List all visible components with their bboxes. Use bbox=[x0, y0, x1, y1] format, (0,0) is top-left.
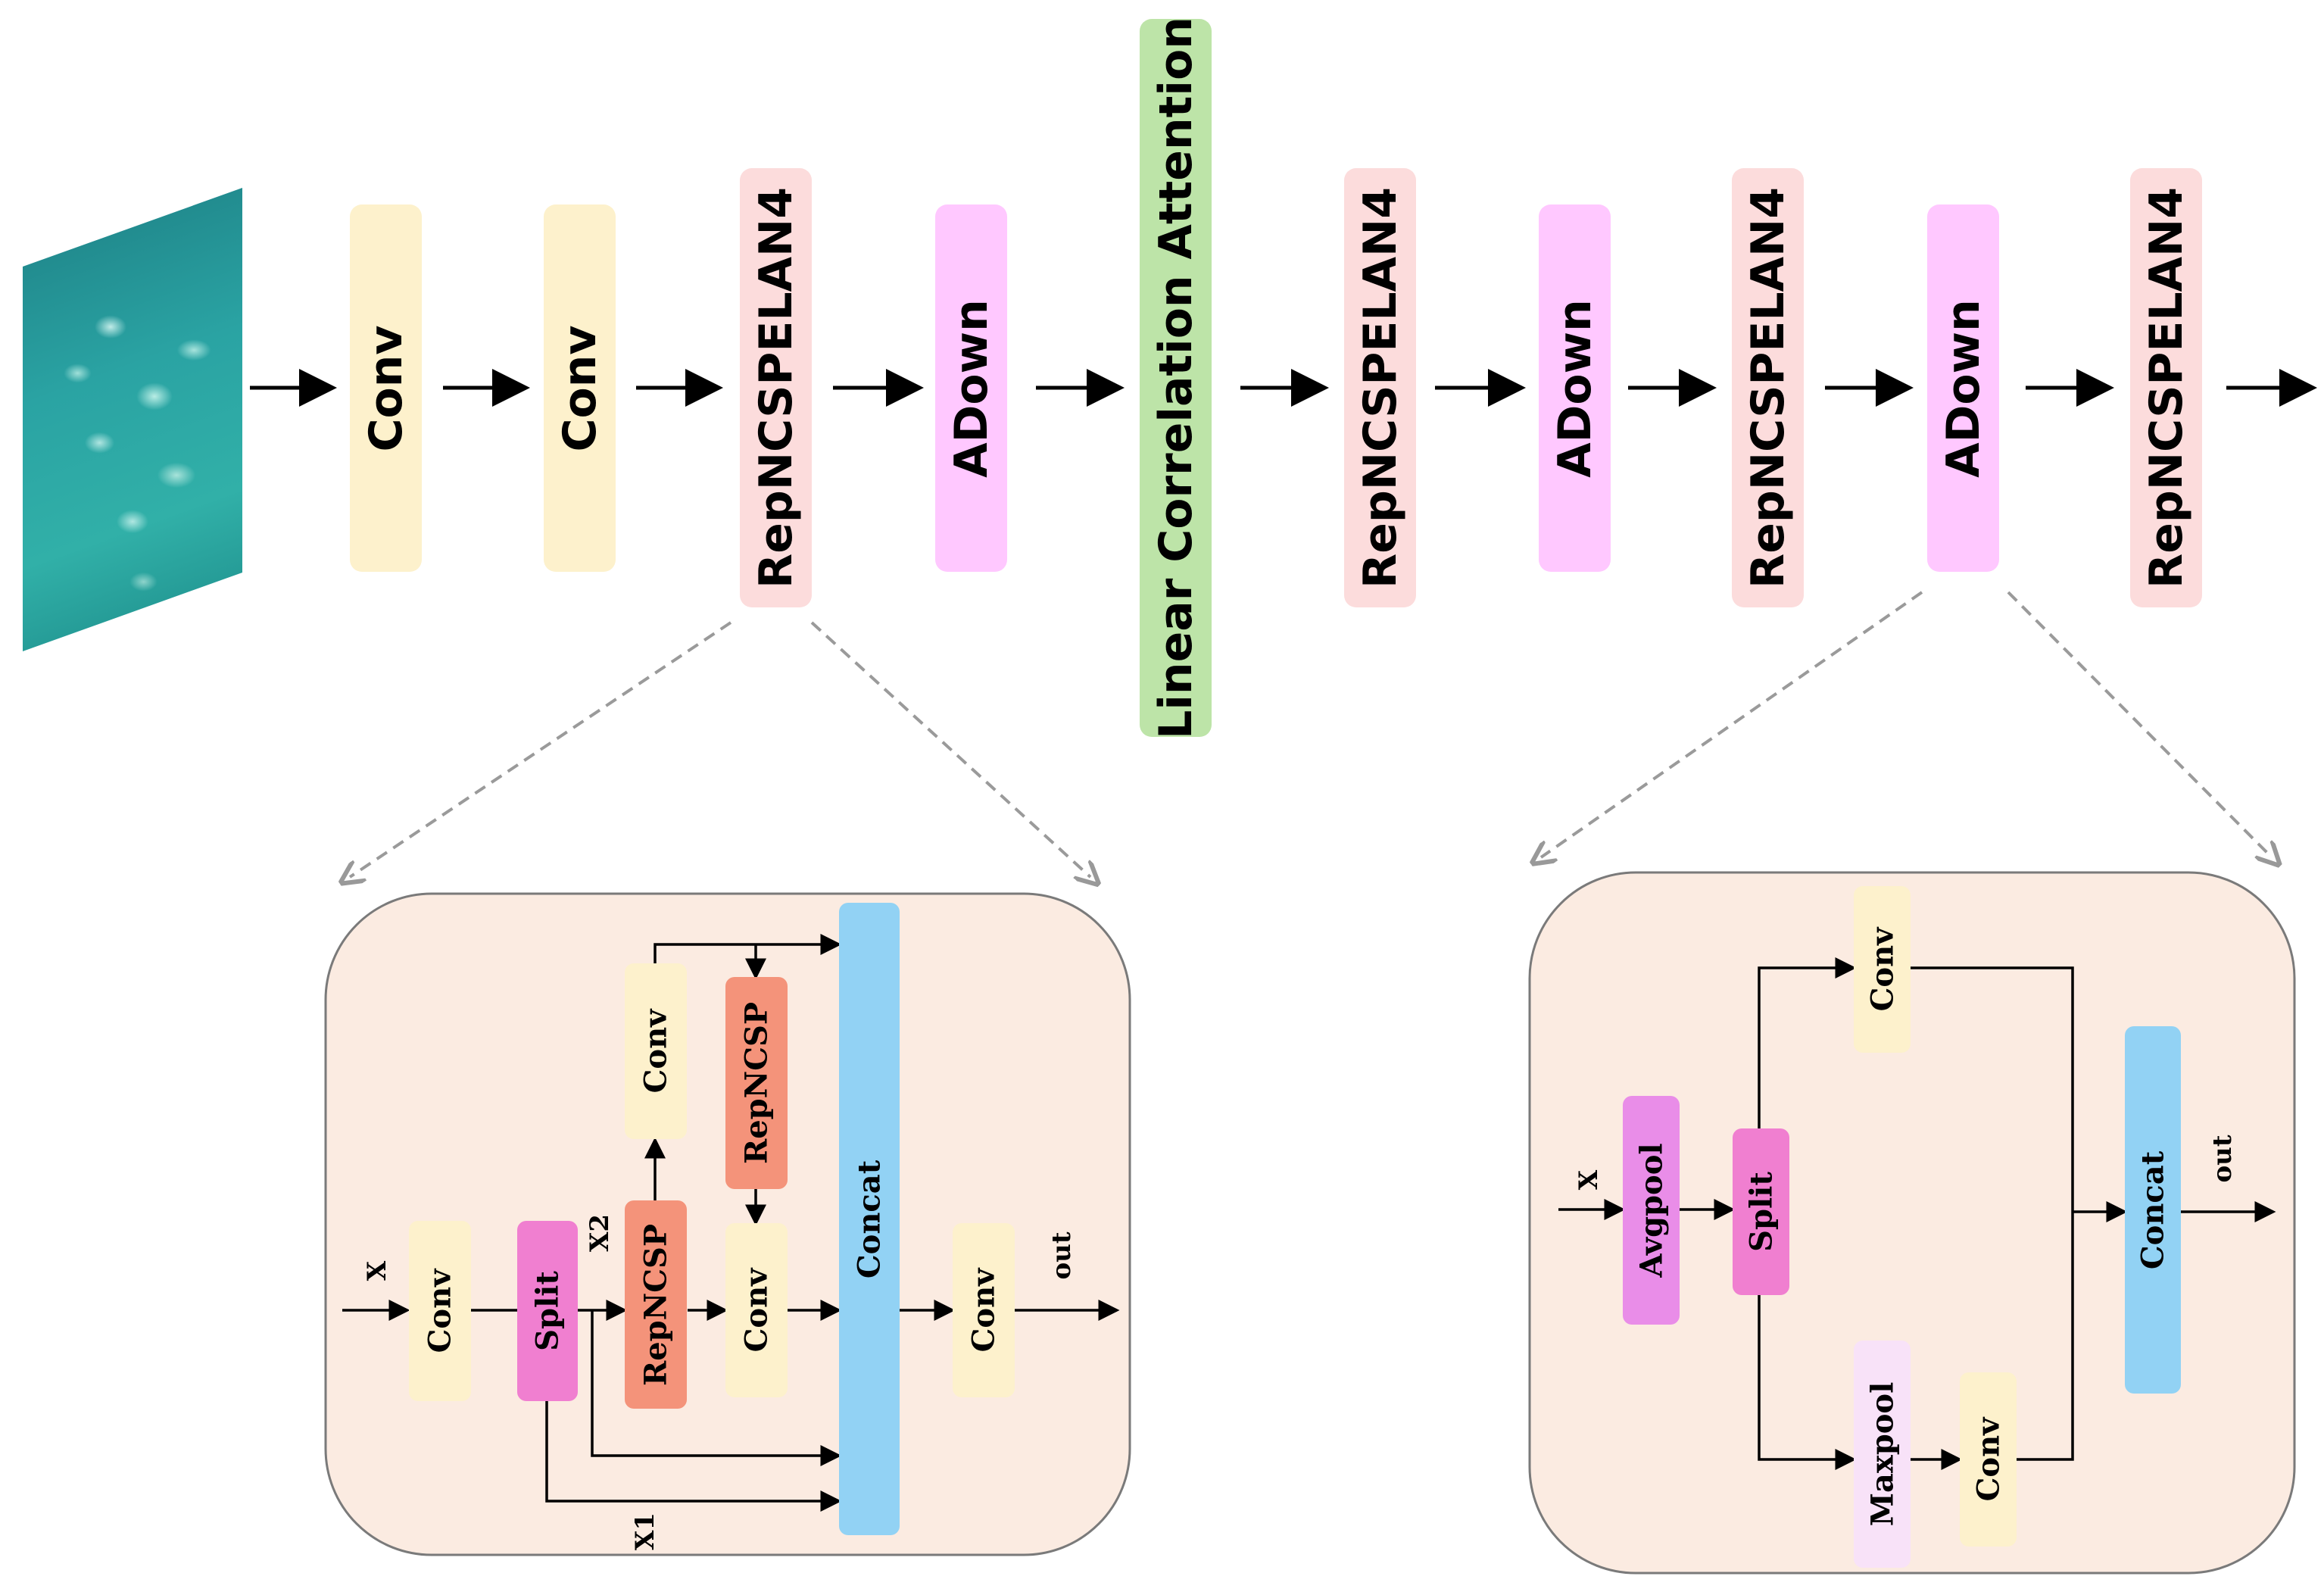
adown-line-merge bbox=[1911, 966, 2074, 1461]
rep-input-label: X bbox=[362, 1260, 392, 1281]
rep-conv-out-label: Conv bbox=[965, 1268, 1002, 1353]
zoom-line-rep-right bbox=[810, 621, 1090, 877]
adown-input-label: X bbox=[1574, 1169, 1604, 1191]
rep-conv-out: Conv bbox=[953, 1223, 1015, 1397]
rep-repncsp-b-label: RepNCSP bbox=[738, 1001, 775, 1165]
repncspelan4-block-3: RepNCSPELAN4 bbox=[1732, 168, 1804, 607]
adown-concat: Concat bbox=[2125, 1026, 2181, 1394]
adown-avgpool-label: Avgpool bbox=[1633, 1143, 1669, 1278]
adown-conv-bottom: Conv bbox=[1960, 1372, 2017, 1547]
adown-conv-bottom-label: Conv bbox=[1970, 1417, 2006, 1502]
linear-correlation-attention-block: Linear Correlation Attention bbox=[1140, 17, 1212, 739]
rep-conv-top-label: Conv bbox=[638, 1009, 674, 1094]
repncspelan4-block-4-label: RepNCSPELAN4 bbox=[2139, 186, 2193, 589]
conv-block-2-label: Conv bbox=[553, 324, 607, 452]
rep-split-label: Split bbox=[529, 1271, 566, 1351]
rep-split: Split bbox=[517, 1221, 578, 1401]
repncspelan4-block-3-label: RepNCSPELAN4 bbox=[1741, 186, 1795, 589]
adown-conv-top: Conv bbox=[1854, 886, 1911, 1053]
repncspelan4-block-2-label: RepNCSPELAN4 bbox=[1353, 186, 1407, 589]
rep-repncsp-b: RepNCSP bbox=[725, 977, 788, 1189]
adown-detail-panel bbox=[1528, 871, 2296, 1575]
rep-concat: Concat bbox=[839, 903, 900, 1535]
adown-line-split-to-maxpool bbox=[1758, 1295, 1857, 1470]
adown-block-2: ADown bbox=[1539, 204, 1611, 572]
adown-line-split-to-conv bbox=[1758, 957, 1857, 1128]
adown-maxpool: Maxpool bbox=[1854, 1341, 1911, 1568]
adown-block-3-label: ADown bbox=[1936, 298, 1990, 478]
rep-conv-mid: Conv bbox=[725, 1223, 788, 1397]
rep-concat-label: Concat bbox=[851, 1160, 887, 1278]
rep-conv-mid-label: Conv bbox=[738, 1268, 775, 1353]
adown-block-1-label: ADown bbox=[944, 298, 998, 478]
conv-block-2: Conv bbox=[544, 204, 616, 572]
zoom-line-adown-right bbox=[2007, 591, 2272, 857]
linear-correlation-attention-label: Linear Correlation Attention bbox=[1149, 17, 1203, 739]
repncspelan4-block-1-label: RepNCSPELAN4 bbox=[749, 186, 803, 589]
adown-block-3: ADown bbox=[1927, 204, 1999, 572]
rep-x1-label: X1 bbox=[630, 1512, 660, 1551]
rep-conv-top: Conv bbox=[625, 963, 687, 1139]
rep-repncsp-a-label: RepNCSP bbox=[638, 1223, 674, 1386]
repncspelan4-block-4: RepNCSPELAN4 bbox=[2130, 168, 2202, 607]
rep-output-label: out bbox=[1047, 1231, 1077, 1280]
adown-concat-label: Concat bbox=[2135, 1150, 2171, 1269]
repncspelan4-block-2: RepNCSPELAN4 bbox=[1344, 168, 1416, 607]
adown-split: Split bbox=[1733, 1128, 1789, 1295]
adown-split-label: Split bbox=[1743, 1172, 1779, 1252]
conv-block-1-label: Conv bbox=[359, 324, 413, 452]
rep-conv-in-label: Conv bbox=[422, 1269, 458, 1353]
zoom-line-adown-left bbox=[1541, 591, 1923, 857]
adown-output-label: out bbox=[2207, 1135, 2238, 1183]
zoom-line-rep-left bbox=[350, 621, 732, 877]
conv-block-1: Conv bbox=[350, 204, 422, 572]
rep-x2-label: X2 bbox=[585, 1213, 615, 1253]
adown-avgpool: Avgpool bbox=[1623, 1096, 1680, 1325]
rep-line-bypass-to-concat bbox=[591, 1310, 842, 1466]
adown-maxpool-label: Maxpool bbox=[1864, 1381, 1900, 1527]
adown-block-1: ADown bbox=[935, 204, 1007, 572]
rep-conv-in: Conv bbox=[409, 1221, 471, 1401]
repncspelan4-block-1: RepNCSPELAN4 bbox=[740, 168, 812, 607]
input-image bbox=[23, 188, 242, 651]
rep-repncsp-a: RepNCSP bbox=[625, 1200, 687, 1409]
rep-line-top-to-concat bbox=[654, 934, 842, 963]
adown-conv-top-label: Conv bbox=[1864, 927, 1900, 1012]
rep-line-x1-to-concat bbox=[545, 1401, 842, 1512]
adown-block-2-label: ADown bbox=[1548, 298, 1602, 478]
